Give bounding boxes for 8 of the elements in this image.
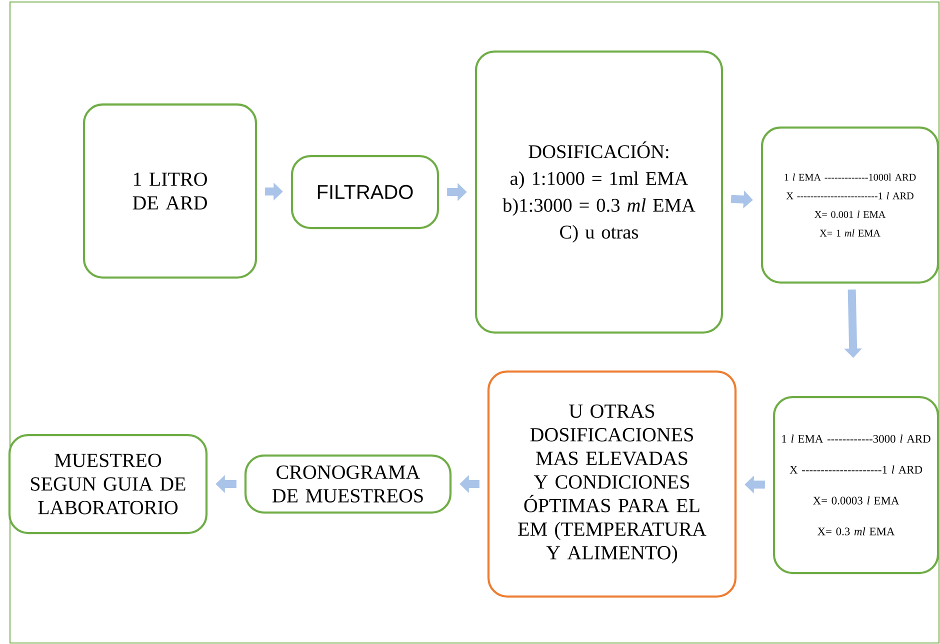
calculation-box: 1 l EMA -------------1000l ARD X ------------------------1 l ARD X= 0.001 l EMA X= 1 ml EMA [760,126,940,284]
process-box: CRONOGRAMA DE MUESTREOS [244,454,452,514]
process-box: U OTRAS DOSIFICACIONES MAS ELEVADAS Y CONDICIONES ÓPTIMAS PARA EL EM (TEMPERATURA Y ALIMENTO) [487,370,737,598]
process-box: MUESTREO SEGUN GUIA DE LABORATORIO [8,434,208,534]
process-box: FILTRADO [290,154,440,230]
calculation-box: DOSIFICACIÓN: a) 1:1000 = 1ml EMA b)1:3000 = 0.3 ml EMA C) u otras [474,50,724,334]
process-box: 1 LITRO DE ARD [82,103,258,279]
calculation-box: 1 l EMA ------------3000 l ARD X ---------------------1 l ARD X= 0.0003 l EMA X= 0.3 ml EMA [772,396,940,574]
